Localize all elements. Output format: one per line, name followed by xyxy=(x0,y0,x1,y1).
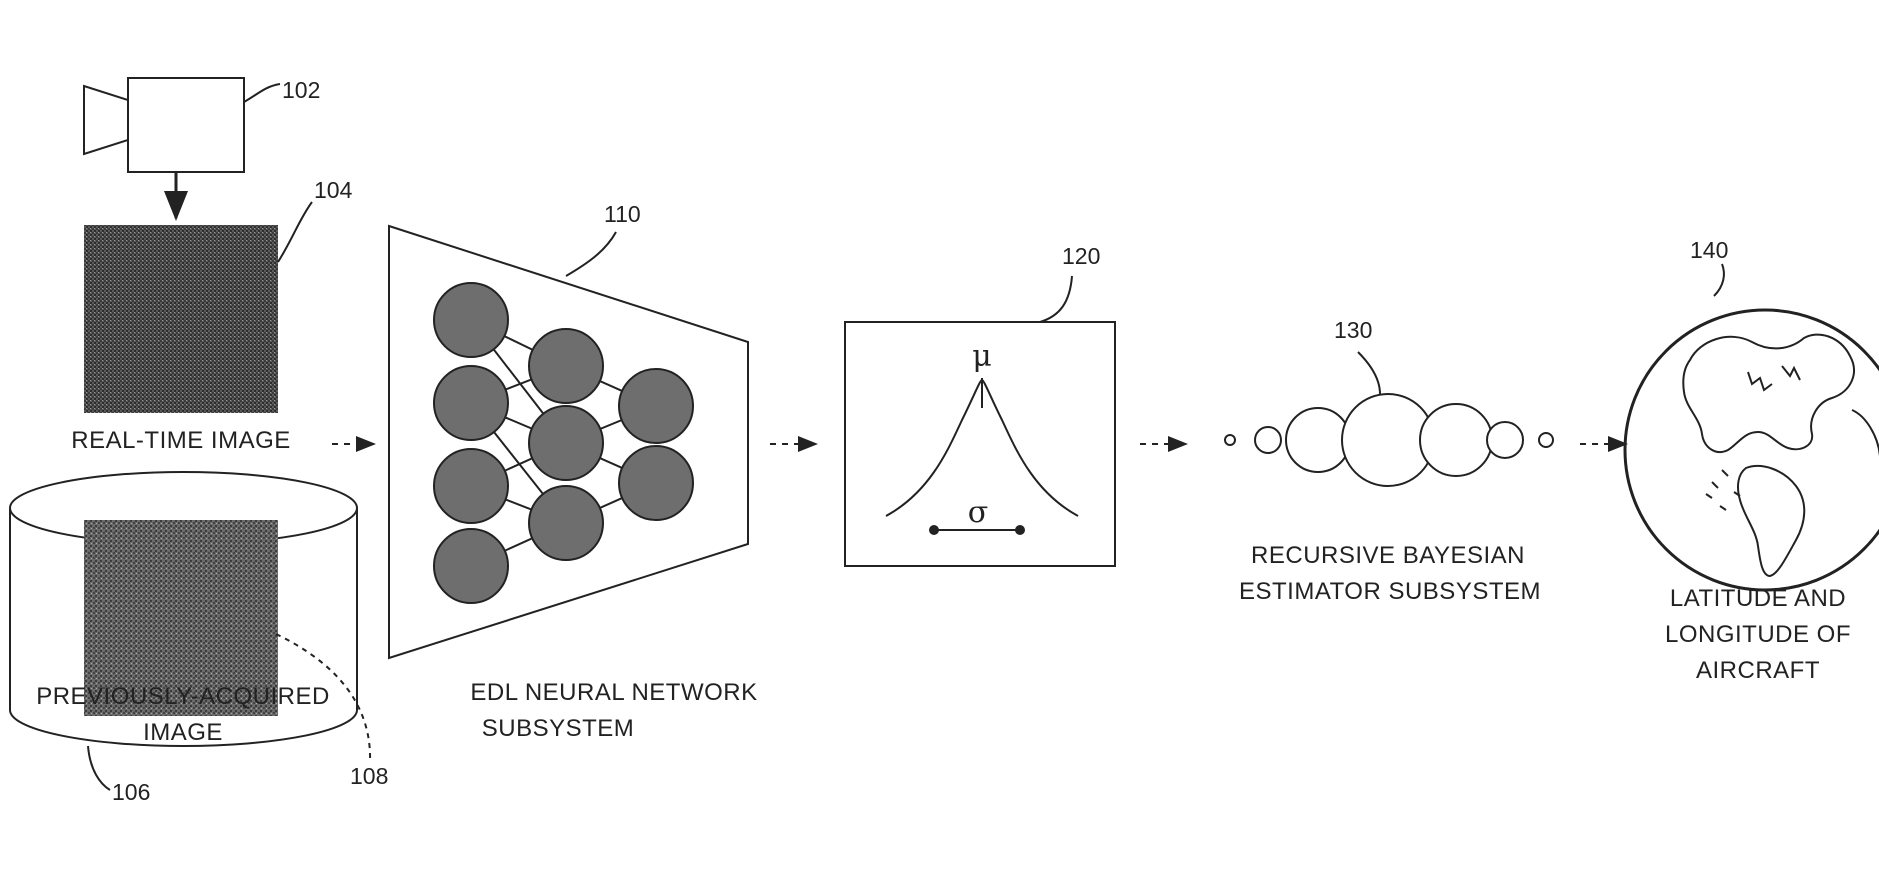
ref-number-108: 108 xyxy=(350,763,388,789)
sigma-endpoint xyxy=(1015,525,1025,535)
ref-leader-130 xyxy=(1358,352,1380,394)
continent-south xyxy=(1738,466,1804,576)
video-camera-icon xyxy=(84,78,244,172)
network-node xyxy=(434,449,508,523)
network-node xyxy=(619,369,693,443)
ref-number-102: 102 xyxy=(282,77,320,103)
ref-number-104: 104 xyxy=(314,177,353,203)
network-node xyxy=(529,329,603,403)
network-node xyxy=(619,446,693,520)
ref-leader-104 xyxy=(278,202,312,262)
real-time-image-label: REAL-TIME IMAGE xyxy=(71,427,291,454)
ref-leader-120 xyxy=(1040,276,1072,322)
mu-symbol: μ xyxy=(972,339,992,374)
sigma-symbol: σ xyxy=(968,495,988,530)
network-label-line1: EDL NEURAL NETWORK xyxy=(470,679,757,706)
earth-globe-icon xyxy=(1625,310,1879,590)
real-time-image xyxy=(84,225,278,413)
ref-number-120: 120 xyxy=(1062,243,1100,269)
output-label-line1: LATITUDE AND xyxy=(1670,585,1846,612)
network-node xyxy=(434,366,508,440)
previously-acquired-label-line2: IMAGE xyxy=(143,719,223,746)
ref-leader-102 xyxy=(244,84,280,102)
previously-acquired-label-line1: PREVIOUSLY-ACQUIRED xyxy=(36,683,330,710)
sigma-endpoint xyxy=(929,525,939,535)
neural-network-icon xyxy=(389,226,748,658)
output-label-line3: AIRCRAFT xyxy=(1696,657,1820,684)
network-node xyxy=(434,529,508,603)
ref-number-110: 110 xyxy=(604,201,641,227)
ref-number-130: 130 xyxy=(1334,317,1372,343)
coastline xyxy=(1852,410,1879,456)
lakes xyxy=(1748,366,1800,390)
ref-leader-106 xyxy=(88,746,110,790)
ref-number-106: 106 xyxy=(112,779,150,805)
network-node xyxy=(529,486,603,560)
ref-number-140: 140 xyxy=(1690,237,1728,263)
estimator-label-line2: ESTIMATOR SUBSYSTEM xyxy=(1239,578,1541,605)
network-node xyxy=(529,406,603,480)
network-label-line2: SUBSYSTEM xyxy=(482,715,635,742)
island-dots xyxy=(1706,470,1740,510)
continent-north xyxy=(1683,335,1854,452)
ref-leader-140 xyxy=(1714,264,1724,296)
estimator-label-line1: RECURSIVE BAYESIAN xyxy=(1251,542,1525,569)
bayesian-estimator-bubbles xyxy=(1225,394,1553,486)
output-label-line2: LONGITUDE OF xyxy=(1665,621,1851,648)
network-node xyxy=(434,283,508,357)
ref-leader-110 xyxy=(566,232,616,276)
